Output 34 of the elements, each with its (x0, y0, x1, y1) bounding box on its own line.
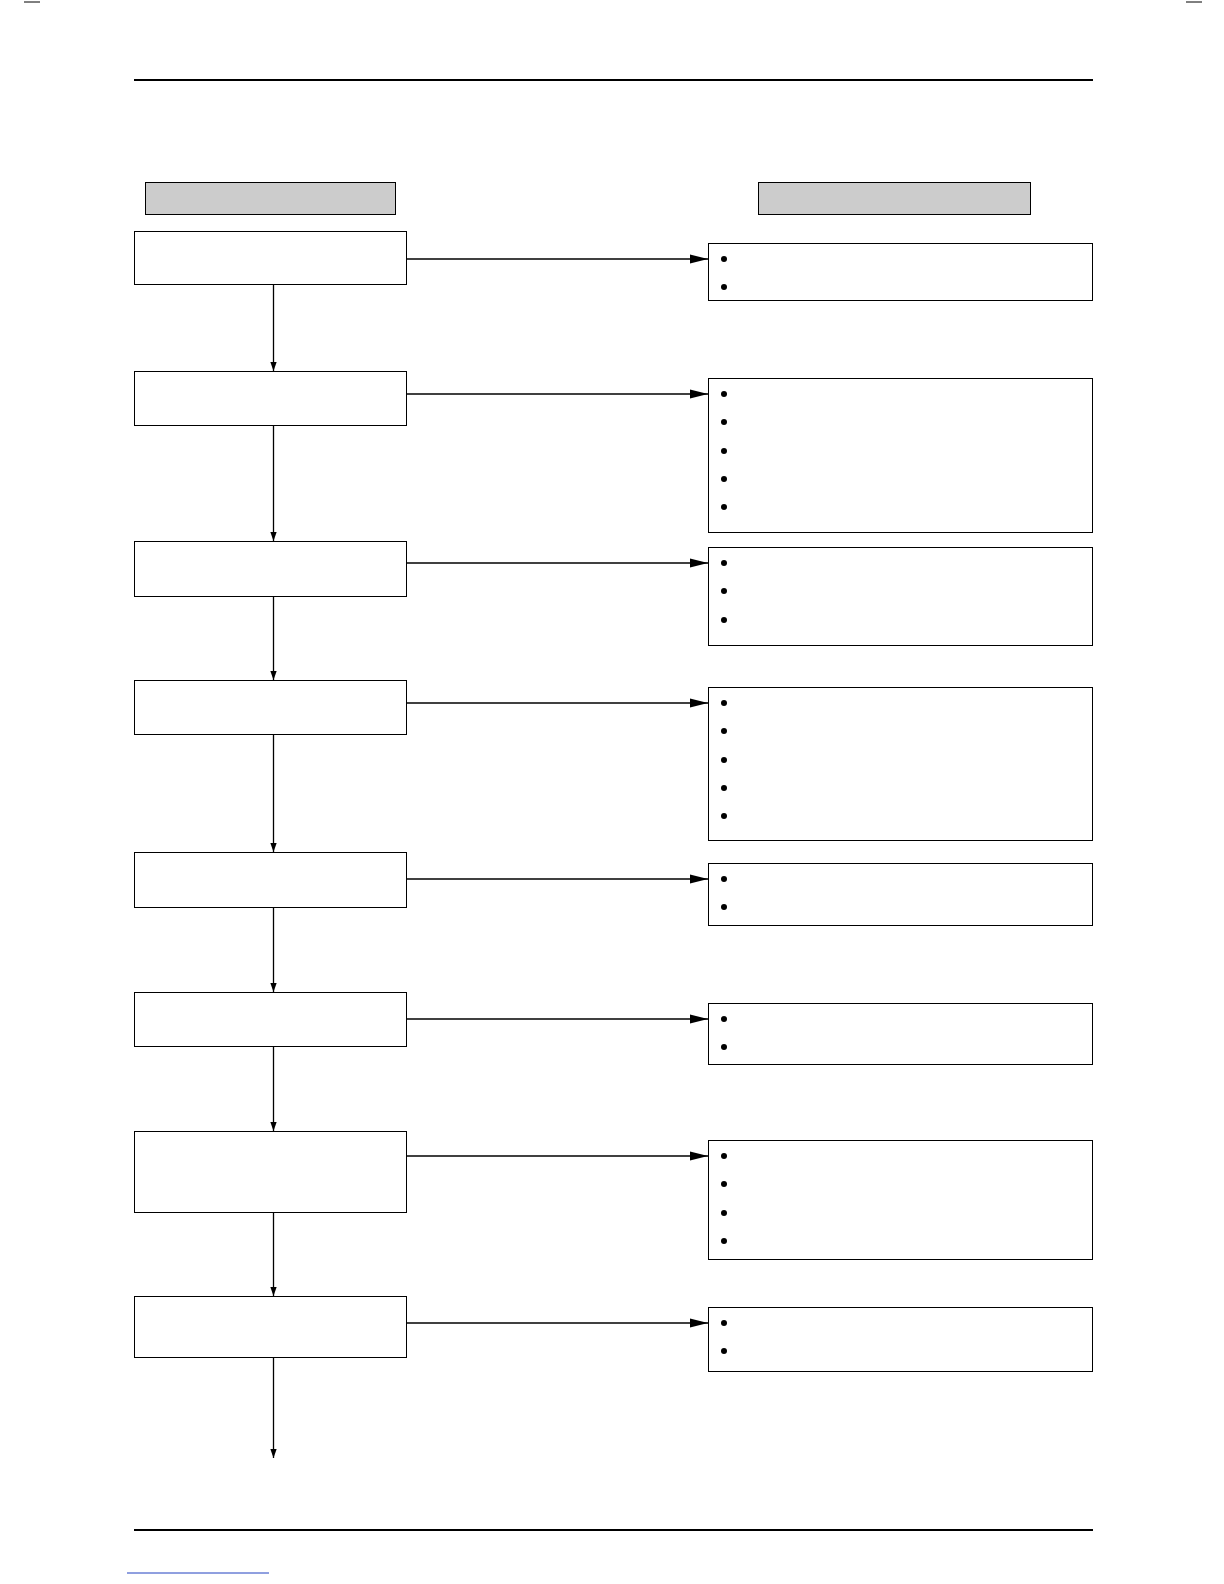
bullet-list-box (708, 1140, 1093, 1260)
header-bar (145, 182, 396, 215)
process-box (134, 1296, 407, 1358)
bullet-list-box (708, 687, 1093, 841)
arrow (406, 558, 709, 568)
bullet-list-box (708, 378, 1093, 533)
arrow (270, 1046, 277, 1132)
arrow (406, 1318, 709, 1328)
process-box (134, 852, 407, 908)
arrow (406, 874, 709, 884)
arrow (406, 389, 709, 399)
bullet-list-box (708, 863, 1093, 926)
arrow (270, 1357, 277, 1459)
arrow (270, 907, 277, 993)
bullet-list-box (708, 1307, 1093, 1372)
arrow (270, 425, 277, 542)
bullet-list-box (708, 243, 1093, 301)
process-box (134, 541, 407, 597)
arrow (270, 734, 277, 853)
process-box (134, 231, 407, 285)
arrow (406, 1014, 709, 1024)
process-box (134, 680, 407, 735)
arrow (270, 284, 277, 372)
process-box (134, 992, 407, 1047)
arrow (406, 698, 709, 708)
header-bar (758, 182, 1031, 215)
arrow (406, 1151, 709, 1161)
arrow (270, 1212, 277, 1297)
process-box (134, 1131, 407, 1213)
arrow (406, 254, 709, 264)
bullet-list-box (708, 1003, 1093, 1065)
arrow (270, 596, 277, 681)
bullet-list-box (708, 547, 1093, 646)
process-box (134, 371, 407, 426)
